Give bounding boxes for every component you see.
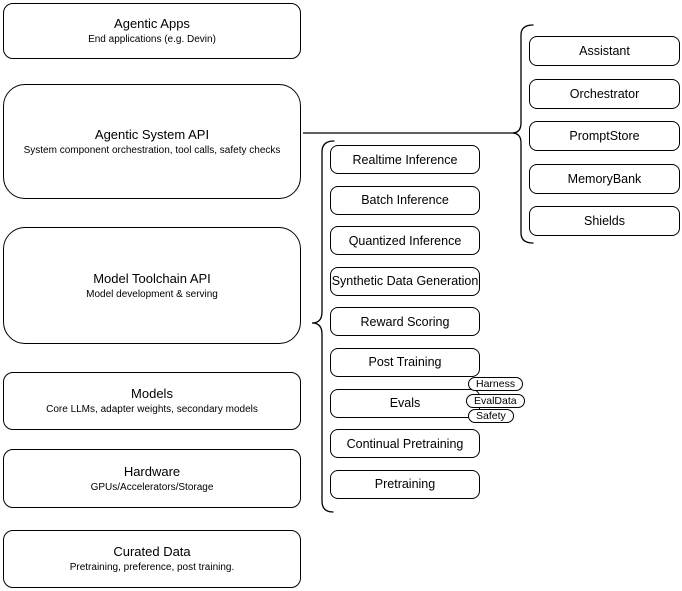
node-subtitle: Pretraining, preference, post training.	[69, 562, 235, 573]
node-title: Models	[131, 386, 173, 401]
node-synthetic-data-generation: Synthetic Data Generation	[330, 266, 480, 296]
node-reward-scoring: Reward Scoring	[330, 307, 480, 337]
node-post-training: Post Training	[330, 347, 480, 377]
node-title: Curated Data	[113, 544, 191, 559]
node-curated-data: Curated Data Pretraining, preference, po…	[3, 530, 301, 588]
node-evals-tag-safety: Safety	[468, 409, 514, 423]
node-evals-tag-harness: Harness	[468, 377, 524, 391]
node-model-toolchain-api: Model Toolchain API Model development & …	[3, 227, 301, 344]
node-agentic-apps: Agentic Apps End applications (e.g. Devi…	[3, 3, 301, 59]
node-promptstore: PromptStore	[529, 121, 680, 151]
node-subtitle: GPUs/Accelerators/Storage	[90, 481, 214, 493]
node-title: Agentic Apps	[114, 16, 190, 31]
toolchain-components-list: Realtime Inference Batch Inference Quant…	[330, 145, 480, 499]
node-continual-pretraining: Continual Pretraining	[330, 429, 480, 459]
node-subtitle: Model development & serving	[86, 288, 218, 300]
node-subtitle: End applications (e.g. Devin)	[88, 34, 216, 45]
node-memorybank: MemoryBank	[529, 163, 680, 194]
node-quantized-inference: Quantized Inference	[330, 226, 480, 256]
node-title: Agentic System API	[94, 126, 210, 142]
node-agentic-system-api: Agentic System API System component orch…	[3, 84, 301, 199]
node-subtitle: System component orchestration, tool cal…	[23, 144, 281, 156]
node-orchestrator: Orchestrator	[529, 78, 680, 109]
node-subtitle: Core LLMs, adapter weights, secondary mo…	[46, 404, 258, 415]
system-components-list: Assistant Orchestrator PromptStore Memor…	[529, 36, 680, 236]
node-pretraining: Pretraining	[330, 469, 480, 499]
node-assistant: Assistant	[529, 36, 680, 66]
node-realtime-inference: Realtime Inference	[330, 145, 480, 174]
node-batch-inference: Batch Inference	[330, 185, 480, 215]
node-title: Model Toolchain API	[93, 270, 211, 286]
node-evals: Evals	[330, 388, 480, 418]
node-evals-tag-evaldata: EvalData	[466, 394, 525, 408]
node-hardware: Hardware GPUs/Accelerators/Storage	[3, 449, 301, 508]
node-title: Hardware	[123, 463, 181, 479]
node-models: Models Core LLMs, adapter weights, secon…	[3, 372, 301, 430]
node-shields: Shields	[529, 206, 680, 236]
